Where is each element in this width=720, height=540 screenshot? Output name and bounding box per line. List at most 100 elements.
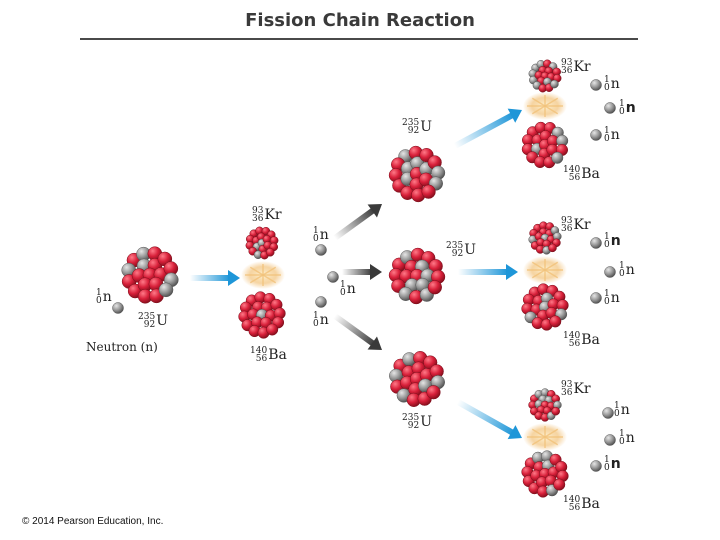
atomic-number: 56: [255, 353, 268, 364]
atomic-number: 0: [313, 318, 319, 329]
krypton-93-nucleus-middle: [528, 221, 562, 255]
element-symbol: n: [346, 280, 356, 297]
atomic-number: 0: [604, 133, 610, 144]
element-symbol: Kr: [573, 380, 591, 397]
incoming-neutron: [112, 302, 124, 314]
barium-140-nucleus: [238, 291, 286, 339]
element-symbol: n: [610, 126, 620, 143]
released-neutron-2: [327, 271, 339, 283]
krypton-93-nucleus-upper: [528, 59, 562, 93]
element-symbol: Ba: [581, 165, 600, 182]
atomic-number: 92: [143, 319, 156, 330]
mass-number: 1: [604, 125, 610, 136]
uranium-235-nucleus: [121, 246, 179, 304]
product-neutron-2: [604, 102, 616, 114]
element-symbol: n: [610, 75, 620, 92]
fission-flash-1: [241, 261, 285, 289]
element-symbol: U: [420, 118, 432, 135]
atomic-number: 36: [561, 65, 573, 76]
released-neutron-1: [315, 244, 327, 256]
uranium-235-nucleus-upper: [388, 145, 446, 203]
mass-number: 1: [604, 231, 610, 242]
mass-number: 140: [563, 330, 581, 341]
mass-number: 1: [96, 287, 102, 298]
released-neutron-3: [315, 296, 327, 308]
atomic-number: 0: [619, 436, 625, 447]
product-neutron-4: [590, 237, 602, 249]
atomic-number: 92: [451, 248, 464, 259]
fission-flash-3: [523, 256, 567, 284]
barium-140-nucleus-lower: [521, 450, 569, 498]
atomic-number: 0: [604, 82, 610, 93]
product-neutron-5: [604, 266, 616, 278]
mass-number: 235: [402, 117, 420, 128]
mass-number: 1: [619, 428, 625, 439]
product-neutron-6: [590, 292, 602, 304]
mass-number: 1: [313, 225, 319, 236]
arrow-upper-fission: [453, 108, 523, 149]
mass-number: 1: [313, 310, 319, 321]
element-symbol: Ba: [268, 346, 287, 363]
atomic-number: 36: [561, 387, 573, 398]
barium-140-nucleus-middle: [521, 283, 569, 331]
mass-number: 235: [402, 412, 420, 423]
element-symbol: Kr: [573, 216, 591, 233]
element-symbol: U: [156, 312, 168, 329]
element-symbol: n: [625, 429, 635, 446]
mass-number: 140: [563, 164, 581, 175]
atomic-number: 56: [568, 172, 581, 183]
product-neutron-7: [602, 407, 614, 419]
arrow-lower-fission: [456, 399, 522, 440]
atomic-number: 56: [568, 502, 581, 513]
mass-number: 93: [561, 57, 573, 68]
element-symbol: Kr: [573, 58, 591, 75]
copyright-notice: © 2014 Pearson Education, Inc.: [22, 516, 164, 527]
mass-number: 1: [619, 260, 625, 271]
mass-number: 1: [340, 279, 346, 290]
arrow-neutron-down: [333, 313, 383, 351]
title-rule: [80, 38, 638, 40]
element-symbol: Kr: [264, 206, 282, 223]
element-symbol: Ba: [581, 495, 600, 512]
mass-number: 235: [446, 240, 464, 251]
mass-number: 1: [604, 74, 610, 85]
mass-number: 93: [252, 205, 264, 216]
arrow-neutron-to-split: [190, 270, 240, 286]
arrow-middle-fission: [458, 264, 518, 280]
element-symbol: Ba: [581, 331, 600, 348]
element-symbol: n: [610, 289, 620, 306]
uranium-235-nucleus-lower: [389, 351, 445, 407]
fission-flash-4: [523, 423, 567, 451]
mass-number: 1: [604, 288, 610, 299]
atomic-number: 36: [561, 223, 573, 234]
atomic-number: 0: [604, 462, 610, 473]
atomic-number: 56: [568, 338, 581, 349]
arrow-neutron-up: [333, 203, 383, 241]
element-symbol: n: [319, 311, 329, 328]
element-symbol: n: [625, 99, 636, 116]
element-symbol: n: [102, 288, 112, 305]
element-symbol: n: [625, 261, 635, 278]
uranium-235-nucleus-middle: [388, 247, 446, 305]
mass-number: 1: [614, 400, 620, 411]
atomic-number: 0: [604, 296, 610, 307]
atomic-number: 0: [313, 233, 319, 244]
mass-number: 140: [563, 494, 581, 505]
element-symbol: n: [620, 401, 630, 418]
mass-number: 1: [619, 98, 625, 109]
